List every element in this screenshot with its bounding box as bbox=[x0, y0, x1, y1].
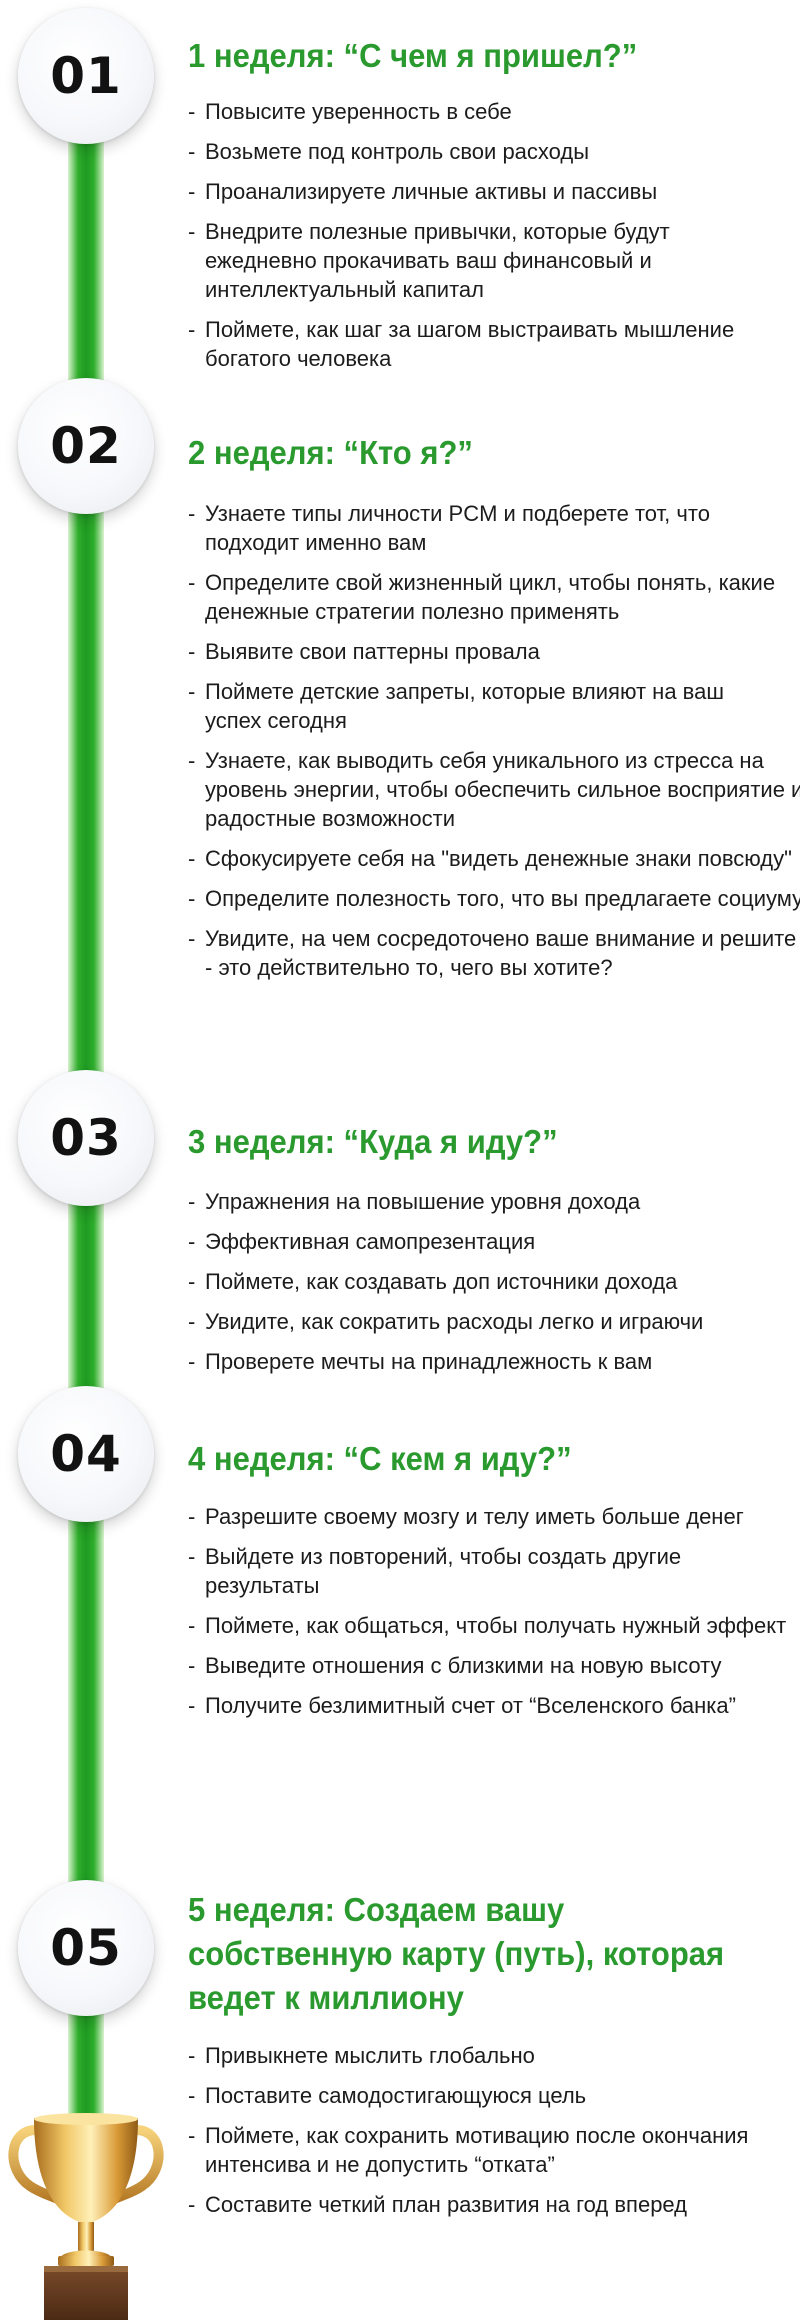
step-number: 01 bbox=[50, 47, 122, 105]
week-items: Упражнения на повышение уровня дохода Эф… bbox=[188, 1187, 788, 1387]
list-item: Сфокусируете себя на "видеть денежные зн… bbox=[188, 844, 795, 873]
week-title: 3 неделя: “Куда я иду?” bbox=[188, 1123, 558, 1160]
list-item: Узнаете типы личности PCM и подберете то… bbox=[188, 499, 765, 557]
list-item: Увидите, как сократить расходы легко и и… bbox=[188, 1307, 800, 1336]
week-items: Узнаете типы личности PCM и подберете то… bbox=[188, 499, 800, 993]
step-number-badge: 03 bbox=[18, 1070, 154, 1206]
list-item: Разрешите своему мозгу и телу иметь боль… bbox=[188, 1502, 785, 1531]
week-items: Разрешите своему мозгу и телу иметь боль… bbox=[188, 1502, 788, 1731]
list-item: Поймете, как шаг за шагом выстраивать мы… bbox=[188, 315, 765, 373]
list-item: Поставите самодостигающуюся цель bbox=[188, 2081, 795, 2110]
step-number: 03 bbox=[50, 1109, 122, 1167]
list-item: Внедрите полезные привычки, которые буду… bbox=[188, 217, 765, 304]
list-item: Выведите отношения с близкими на новую в… bbox=[188, 1651, 800, 1680]
week-title: 2 неделя: “Кто я?” bbox=[188, 434, 473, 471]
step-number-badge: 01 bbox=[18, 8, 154, 144]
list-item: Определите полезность того, что вы предл… bbox=[188, 884, 800, 913]
list-item: Проанализируете личные активы и пассивы bbox=[188, 177, 795, 206]
step-number-badge: 04 bbox=[18, 1386, 154, 1522]
step-number: 04 bbox=[50, 1425, 122, 1483]
list-item: Поймете детские запреты, которые влияют … bbox=[188, 677, 765, 735]
list-item: Поймете, как сохранить мотивацию после о… bbox=[188, 2121, 765, 2179]
list-item: Поймете, как общаться, чтобы получать ну… bbox=[188, 1611, 795, 1640]
list-item: Повысите уверенность в себе bbox=[188, 97, 795, 126]
week-items: Привыкнете мыслить глобально Поставите с… bbox=[188, 2041, 788, 2230]
week-title: 5 неделя: Создаем вашу собственную карту… bbox=[188, 1891, 725, 2016]
week-title: 4 неделя: “С кем я иду?” bbox=[188, 1440, 572, 1477]
list-item: Выйдете из повторений, чтобы создать дру… bbox=[188, 1542, 775, 1600]
list-item: Увидите, на чем сосредоточено ваше внима… bbox=[188, 924, 800, 982]
list-item: Упражнения на повышение уровня дохода bbox=[188, 1187, 800, 1216]
list-item: Поймете, как создавать доп источники дох… bbox=[188, 1267, 800, 1296]
list-item: Узнаете, как выводить себя уникального и… bbox=[188, 746, 800, 833]
list-item: Возьмете под контроль свои расходы bbox=[188, 137, 795, 166]
trophy-icon bbox=[8, 2113, 164, 2320]
week-items: Повысите уверенность в себе Возьмете под… bbox=[188, 97, 788, 384]
list-item: Эффективная самопрезентация bbox=[188, 1227, 800, 1256]
list-item: Выявите свои паттерны провала bbox=[188, 637, 795, 666]
step-number-badge: 05 bbox=[18, 1880, 154, 2016]
list-item: Получите безлимитный счет от “Вселенског… bbox=[188, 1691, 765, 1720]
list-item: Определите свой жизненный цикл, чтобы по… bbox=[188, 568, 800, 626]
list-item: Привыкнете мыслить глобально bbox=[188, 2041, 795, 2070]
step-number-badge: 02 bbox=[18, 378, 154, 514]
step-number: 05 bbox=[50, 1919, 122, 1977]
step-number: 02 bbox=[50, 417, 122, 475]
week-title: 1 неделя: “С чем я пришел?” bbox=[188, 37, 638, 74]
list-item: Проверете мечты на принадлежность к вам bbox=[188, 1347, 800, 1376]
list-item: Составите четкий план развития на год вп… bbox=[188, 2190, 795, 2219]
